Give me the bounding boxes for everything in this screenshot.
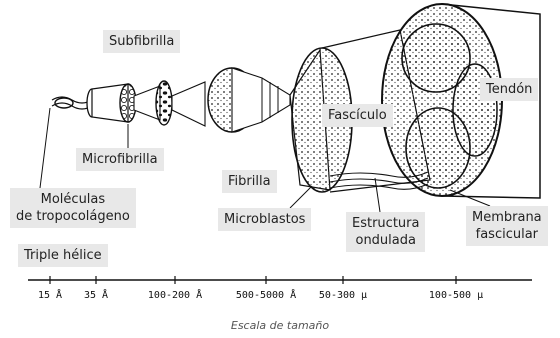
triple-helix-icon: [52, 89, 97, 117]
tick-label: 100-200 Å: [148, 290, 202, 301]
fibril-icon: [172, 68, 290, 132]
label-microblastos: Microblastos: [218, 208, 311, 231]
label-triple-helice: Triple hélice: [18, 244, 108, 267]
tendon-icon: [382, 4, 540, 198]
scale-axis: [28, 276, 532, 284]
label-membrana: Membrana fascicular: [466, 206, 548, 246]
label-fasciculo: Fascículo: [322, 104, 393, 127]
subfibril-icon: [134, 81, 172, 125]
label-microfibrilla: Microfibrilla: [76, 148, 164, 171]
tick-label: 15 Å: [38, 290, 62, 301]
label-fibrilla: Fibrilla: [222, 170, 277, 193]
scale-caption: Escala de tamaño: [0, 319, 560, 332]
tick-label: 100-500 µ: [429, 290, 483, 301]
tick-label: 50-300 µ: [319, 290, 367, 301]
tick-label: 500-5000 Å: [236, 290, 296, 301]
label-tendon: Tendón: [480, 78, 538, 101]
label-moleculas: Moléculas de tropocolágeno: [10, 188, 136, 228]
tick-label: 35 Å: [84, 290, 108, 301]
label-subfibrilla: Subfibrilla: [103, 30, 180, 53]
microfibril-icon: [92, 84, 136, 122]
label-estructura: Estructura ondulada: [346, 212, 425, 252]
